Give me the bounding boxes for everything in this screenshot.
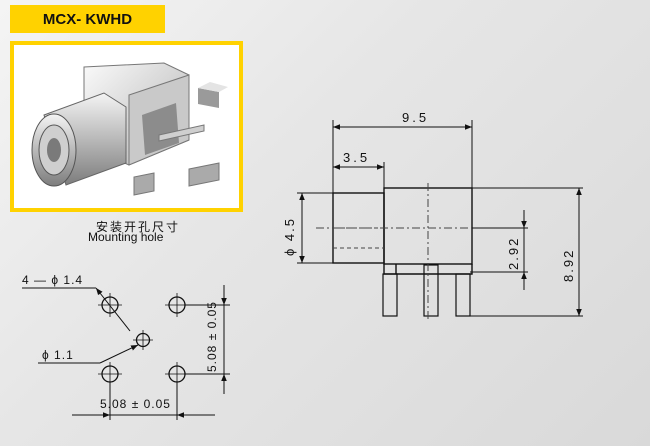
product-title-text: MCX- KWHD — [42, 10, 133, 28]
dim-center-height: 2.92 — [506, 237, 521, 270]
dim-horizontal-spacing: 5.08 ± 0.05 — [100, 397, 171, 411]
side-view-leg-left — [382, 273, 398, 317]
dim-barrel-diameter: ϕ 4.5 — [282, 217, 297, 256]
product-title: MCX- KWHD — [10, 5, 165, 33]
dim-barrel-length: 3.5 — [343, 150, 370, 165]
label-center-hole: ϕ 1.1 — [42, 348, 74, 362]
caption-chinese: 安装开孔尺寸 — [96, 220, 181, 234]
side-view-leg-mid — [423, 264, 439, 317]
label-large-holes: 4 — ϕ 1.4 — [22, 273, 83, 287]
leader-large-holes — [95, 287, 131, 332]
dim-vertical-spacing: 5.08 ± 0.05 — [205, 301, 219, 372]
dim-total-height: 8.92 — [561, 249, 576, 282]
caption-english: Mounting hole — [88, 230, 164, 244]
hole-pattern — [22, 285, 230, 420]
connector-photo — [31, 62, 228, 196]
product-photo-frame — [10, 41, 243, 212]
side-view — [297, 120, 583, 322]
dim-overall-length: 9.5 — [402, 110, 429, 125]
side-view-leg-right — [455, 273, 471, 317]
leader-center-hole — [99, 344, 139, 364]
